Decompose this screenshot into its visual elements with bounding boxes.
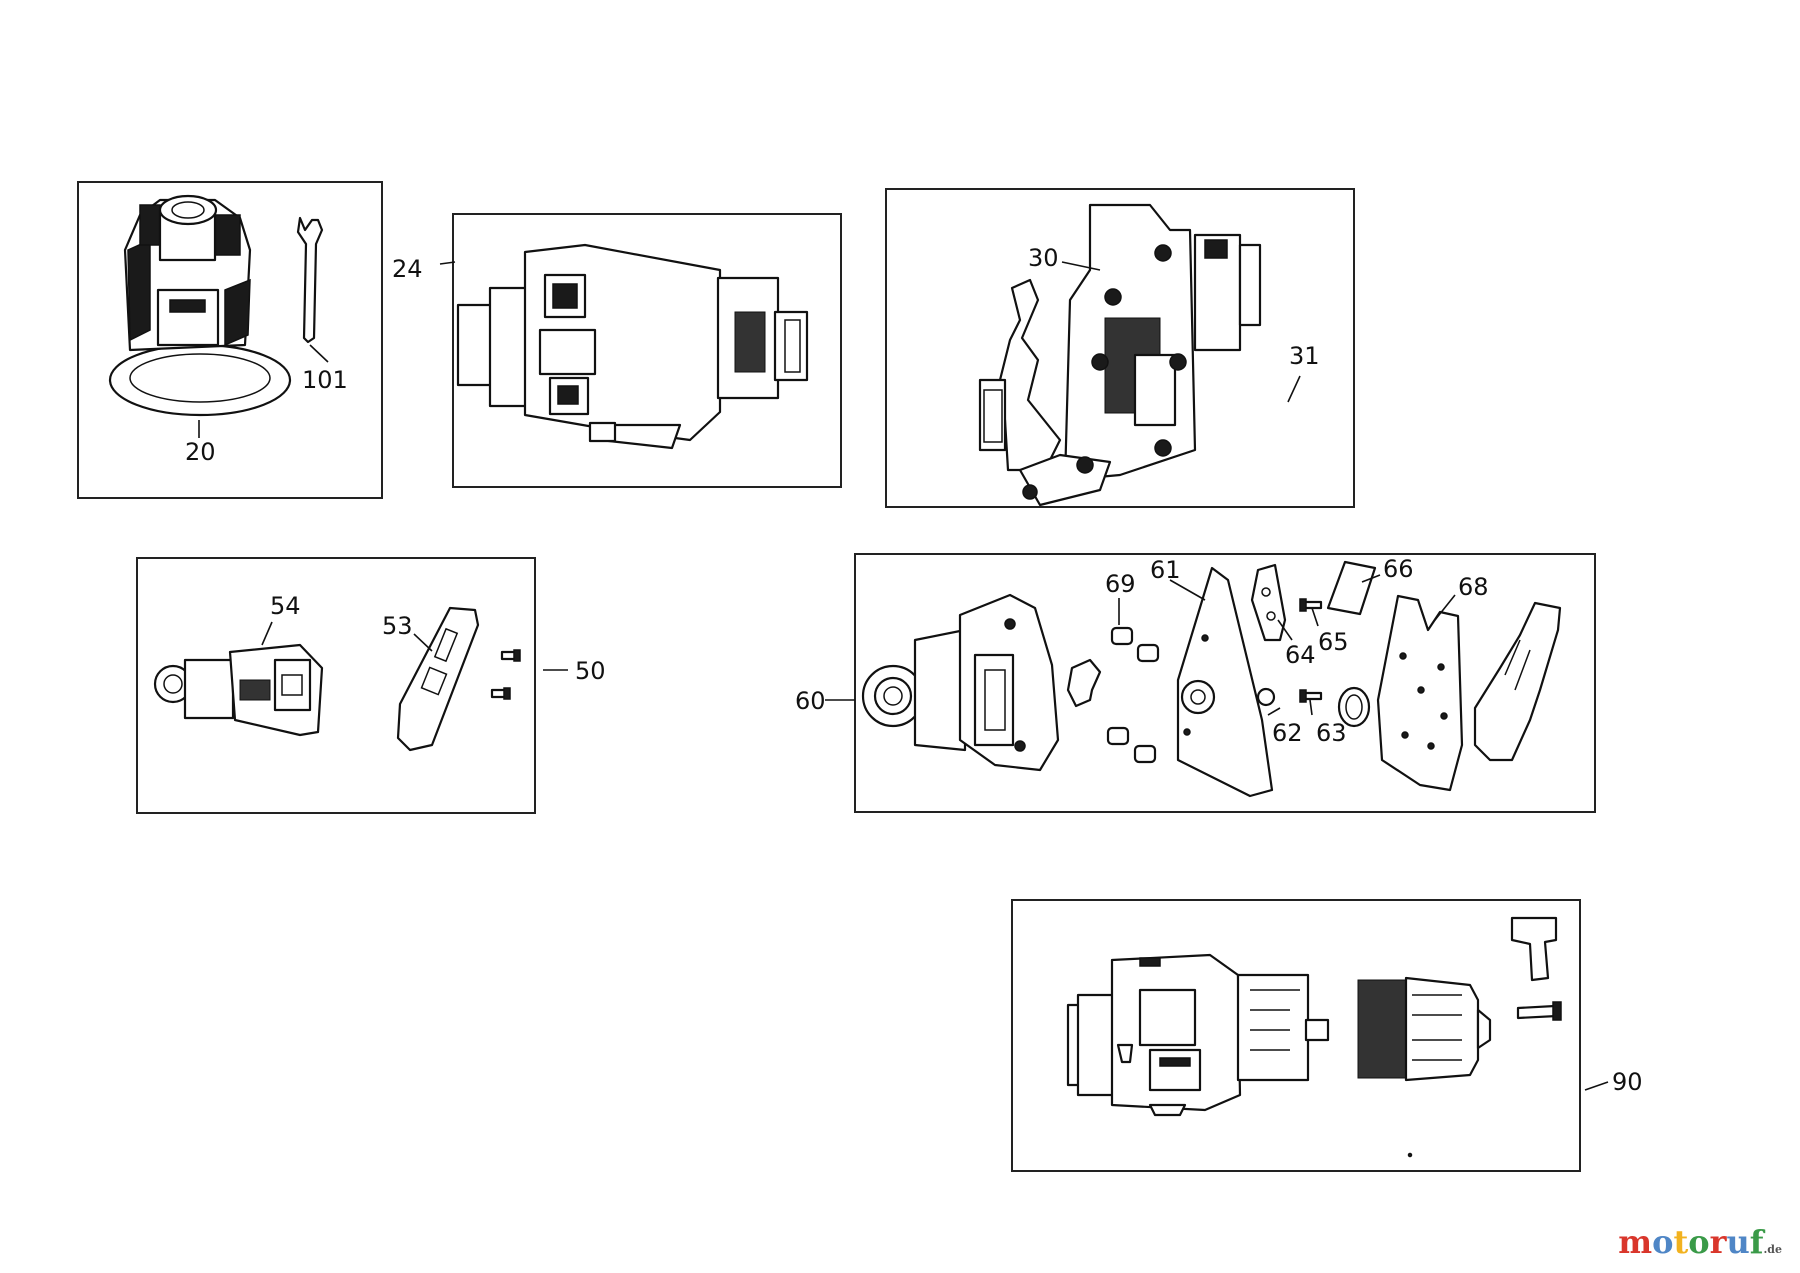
jigsaw-head-part <box>153 643 324 737</box>
lever-part <box>1066 658 1102 708</box>
brand-letter: u <box>1726 1223 1750 1261</box>
chuck-screw-part <box>1516 1001 1562 1021</box>
chuck-key-part <box>1510 916 1558 982</box>
callout-65: 65 <box>1318 628 1349 656</box>
bushings-part <box>1106 626 1160 764</box>
callout-61: 61 <box>1150 556 1181 584</box>
jigsaw-shoe-part <box>396 606 480 752</box>
brand-tld: .de <box>1763 1243 1782 1256</box>
sander-attachment-group: 60 61 62 63 64 65 66 68 69 <box>795 553 1596 813</box>
jigsaw-attachment-group: 54 53 50 <box>136 557 606 814</box>
brand-letter: o <box>1688 1223 1710 1261</box>
sanding-sheet-part <box>1376 594 1464 792</box>
callout-20: 20 <box>185 438 216 466</box>
sander-head-part <box>861 593 1060 772</box>
callout-101: 101 <box>302 366 348 394</box>
brand-letter: m <box>1618 1223 1653 1261</box>
clamp-plate-part <box>1250 563 1287 642</box>
callout-54: 54 <box>270 592 301 620</box>
callout-62: 62 <box>1272 719 1303 747</box>
callout-53: 53 <box>382 612 413 640</box>
callout-60: 60 <box>795 687 826 715</box>
felt-pad-part <box>1326 560 1377 728</box>
brand-letter: f <box>1749 1223 1764 1261</box>
callout-69: 69 <box>1105 570 1136 598</box>
brand-watermark: motoruf.de <box>1618 1223 1782 1261</box>
drill-body-part <box>456 243 809 450</box>
screws-part <box>490 649 521 700</box>
brand-letter: r <box>1709 1223 1727 1261</box>
callout-90: 90 <box>1612 1068 1643 1096</box>
callout-24: 24 <box>392 255 423 283</box>
callout-30: 30 <box>1028 244 1059 272</box>
router-base-part <box>108 194 292 417</box>
callout-31: 31 <box>1289 342 1320 370</box>
small-screws-part <box>1256 598 1323 707</box>
drill-body-group: 24 <box>392 213 842 488</box>
callout-66: 66 <box>1383 555 1414 583</box>
saw-attachment-group: 30 31 <box>885 188 1355 508</box>
drill-chuck-group: 90 <box>1011 899 1643 1172</box>
drill-chuck-housing-part <box>1066 953 1330 1117</box>
callout-63: 63 <box>1316 719 1347 747</box>
finger-attachment-part <box>1473 601 1562 762</box>
callout-64: 64 <box>1285 641 1316 669</box>
brand-letter: t <box>1673 1223 1689 1261</box>
wrench-part <box>296 216 324 344</box>
keyless-chuck-part <box>1357 976 1492 1082</box>
callout-68: 68 <box>1458 573 1489 601</box>
sander-platen-part <box>1176 566 1274 798</box>
callout-50: 50 <box>575 657 606 685</box>
router-base-group: 20 101 <box>77 181 383 499</box>
brand-letter: o <box>1652 1223 1674 1261</box>
saw-attachment-part <box>978 203 1262 507</box>
